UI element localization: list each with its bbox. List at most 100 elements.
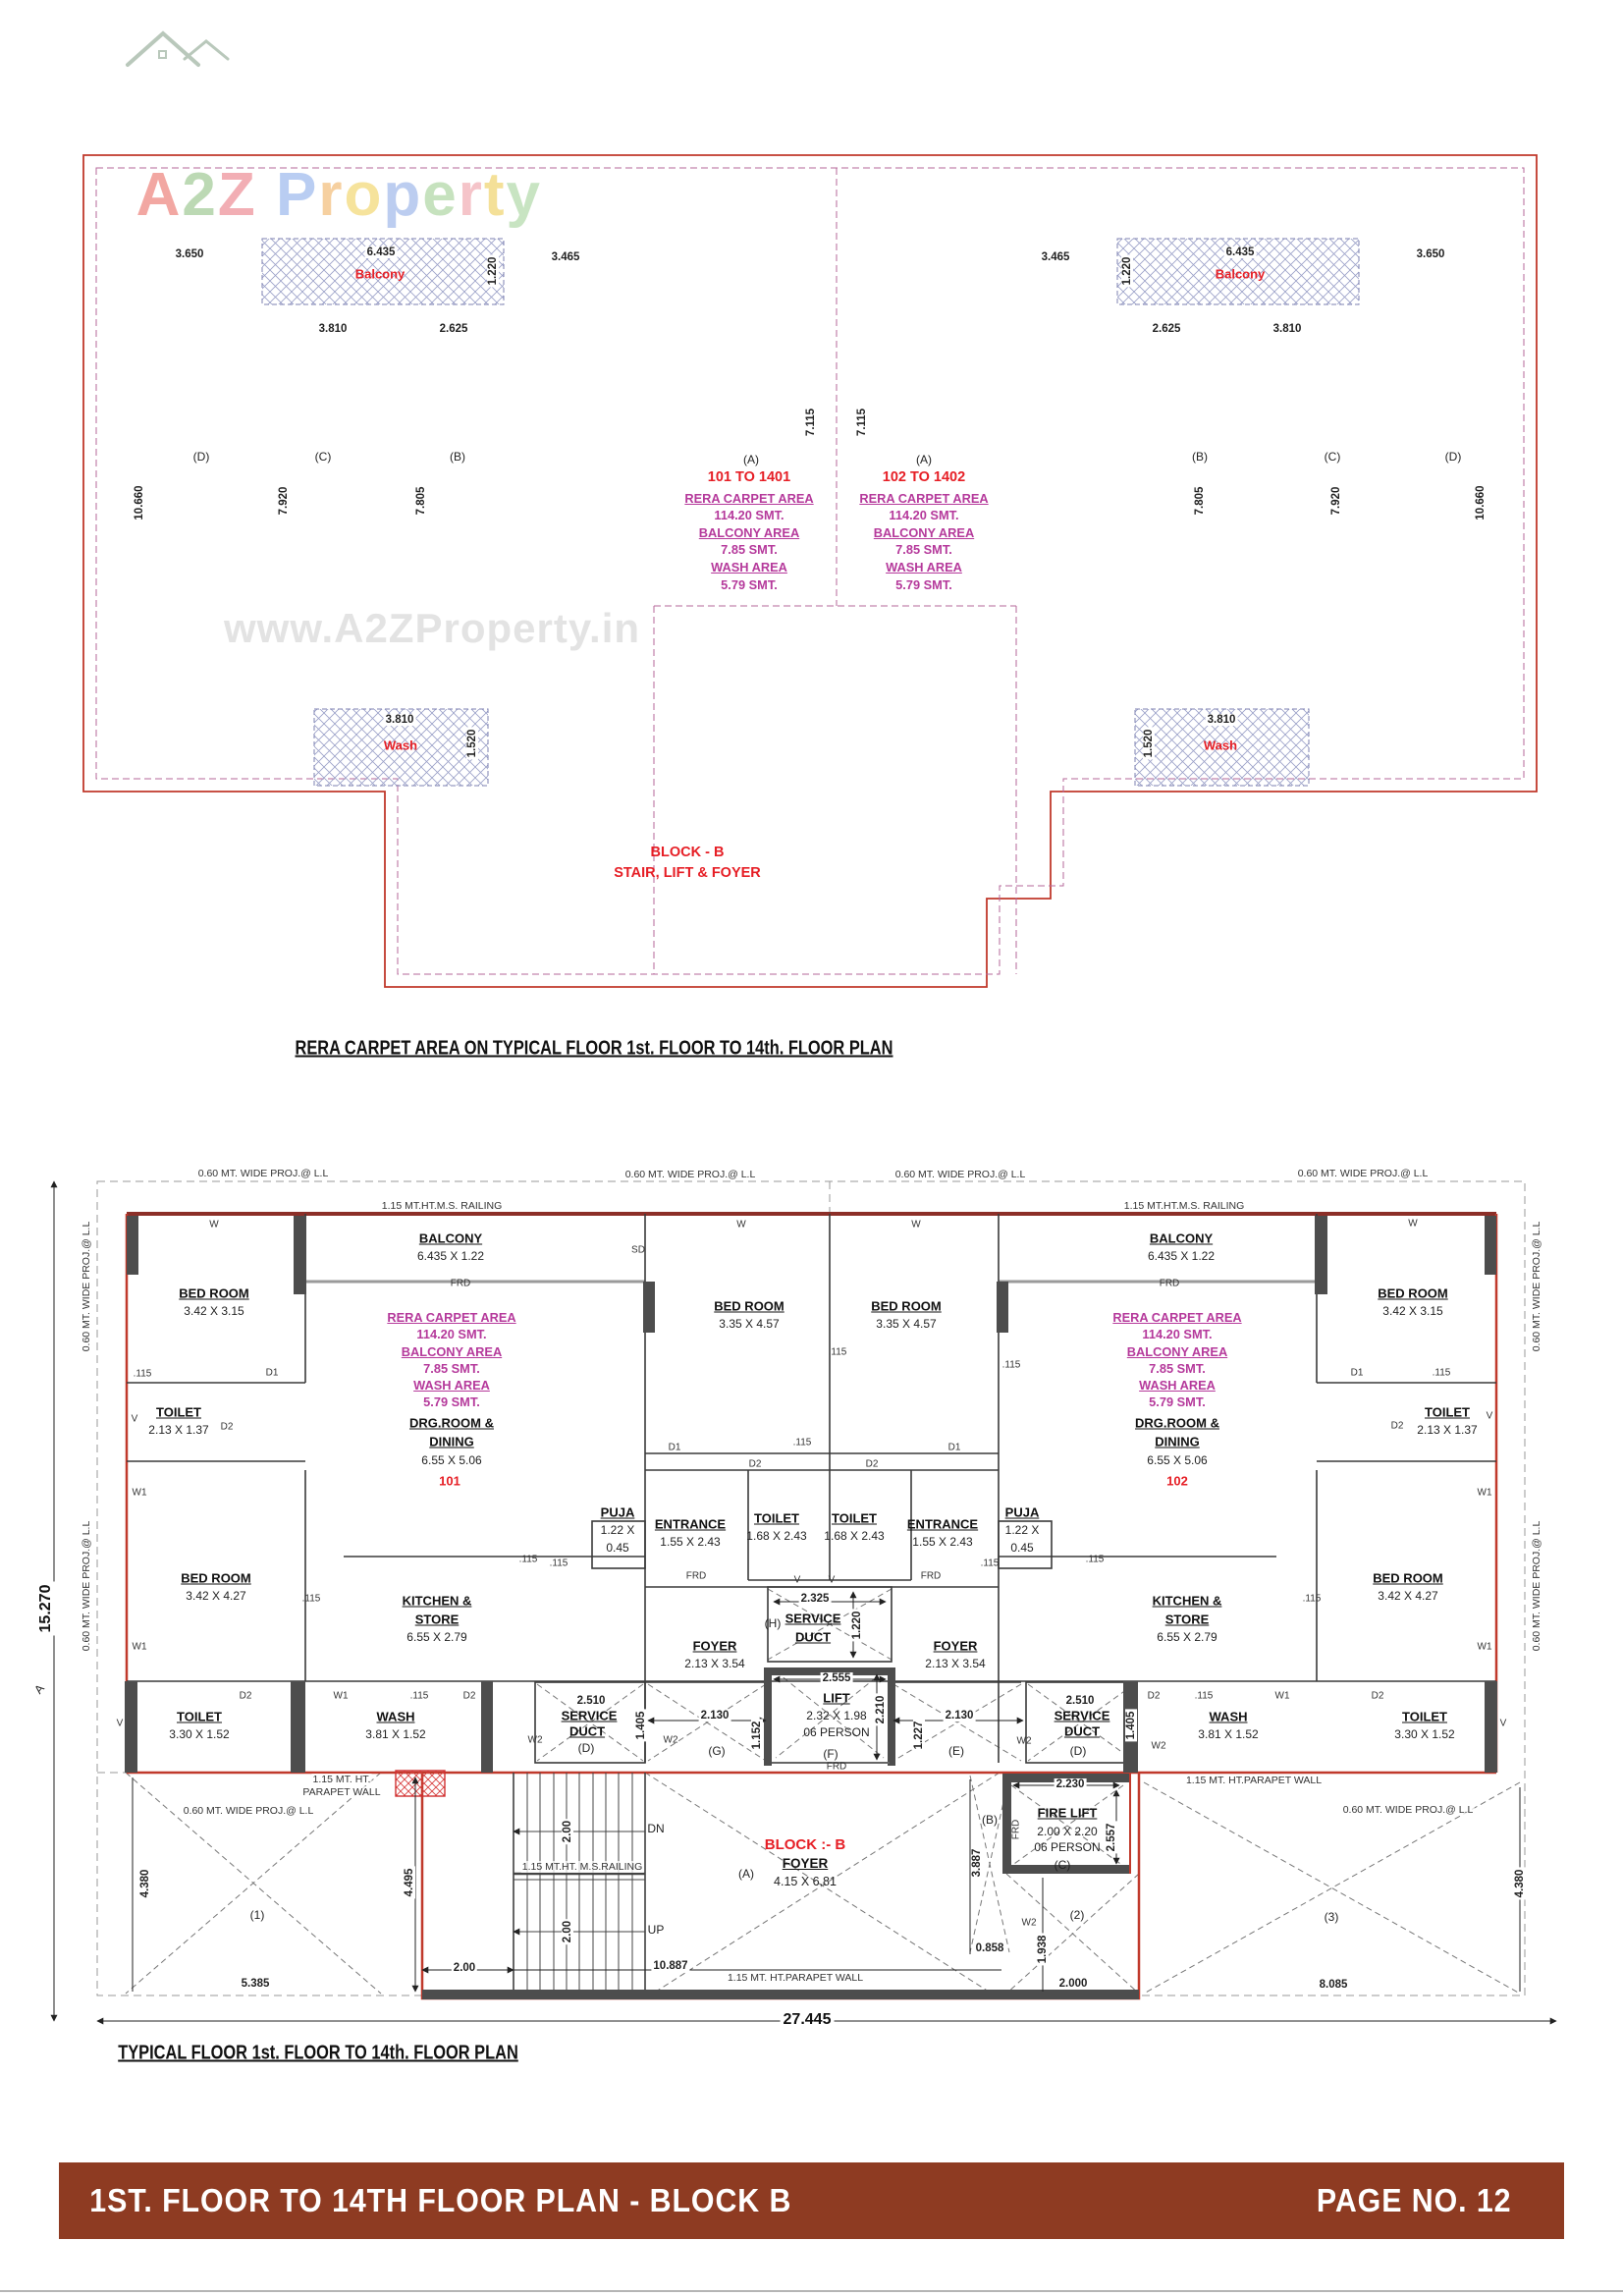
label-3: (3) xyxy=(1324,1910,1339,1924)
label-6-55-x-2-79: 6.55 X 2.79 xyxy=(406,1630,467,1644)
label-duct: DUCT xyxy=(794,1629,832,1645)
label-2-00: 2.00 xyxy=(451,1962,478,1974)
unit-101-range: 101 TO 1401 xyxy=(707,469,791,485)
label-v: V xyxy=(793,1574,801,1586)
rera-area-value: 114.20 SMT. xyxy=(714,508,784,523)
label-d1: D1 xyxy=(947,1442,961,1453)
label-0-858: 0.858 xyxy=(973,1942,1006,1954)
unit-102-stats-detail: RERA CARPET AREA 114.20 SMT. BALCONY ARE… xyxy=(1112,1309,1241,1411)
logo-letter: 2 xyxy=(182,161,218,229)
label-0-45: 0.45 xyxy=(1010,1541,1034,1555)
label-d2: D2 xyxy=(1390,1420,1404,1432)
label-v: V xyxy=(1486,1410,1493,1422)
label-frd: FRD xyxy=(1159,1278,1180,1289)
label-frd: FRD xyxy=(1010,1819,1022,1840)
label-115: .115 xyxy=(1194,1690,1214,1702)
label-4-495: 4.495 xyxy=(404,1866,415,1899)
label-drg-room: DRG.ROOM & xyxy=(409,1415,494,1431)
label-3-465: 3.465 xyxy=(1039,251,1072,263)
label-d: (D) xyxy=(1069,1744,1087,1758)
label-0-60-mt-wide-proj-l-l: 0.60 MT. WIDE PROJ.@ L.L xyxy=(893,1169,1027,1180)
label-3-810: 3.810 xyxy=(1205,714,1238,726)
label-0-60-mt-wide-proj-l-l: 0.60 MT. WIDE PROJ.@ L.L xyxy=(1531,1220,1542,1353)
label-toilet: TOILET xyxy=(156,1404,201,1420)
page-bottom-edge xyxy=(0,2290,1623,2292)
label-service: SERVICE xyxy=(784,1611,841,1626)
label-3-650: 3.650 xyxy=(1414,248,1447,260)
label-2-00: 2.00 xyxy=(562,1918,573,1945)
wash-area-label: WASH AREA xyxy=(711,559,787,574)
label-w: W xyxy=(209,1219,219,1230)
label-toilet: TOILET xyxy=(754,1510,799,1526)
label-w2: W2 xyxy=(663,1734,678,1746)
bottom-plan-title: TYPICAL FLOOR 1st. FLOOR TO 14th. FLOOR … xyxy=(118,2042,518,2064)
label-store: STORE xyxy=(1164,1612,1210,1627)
label-w1: W1 xyxy=(132,1487,147,1499)
label-3-810: 3.810 xyxy=(316,323,350,335)
block-b-stair-caption: BLOCK - B STAIR, LIFT & FOYER xyxy=(614,843,761,884)
balcony-area-value: 7.85 SMT. xyxy=(423,1360,480,1376)
label-h: (H) xyxy=(764,1616,782,1630)
label-10-887: 10.887 xyxy=(651,1960,690,1972)
label-1-22-x: 1.22 X xyxy=(600,1523,635,1537)
label-2-13-x-1-37: 2.13 X 1.37 xyxy=(148,1423,209,1437)
label-toilet: TOILET xyxy=(1402,1709,1447,1724)
label-balcony: Balcony xyxy=(354,266,406,282)
logo-letter: y xyxy=(506,161,542,229)
label-2-13-x-3-54: 2.13 X 3.54 xyxy=(925,1657,986,1670)
label-c: (C) xyxy=(314,450,332,464)
label-wash: Wash xyxy=(383,738,418,753)
logo-letter: o xyxy=(344,161,384,229)
fire-lift-shaft xyxy=(1002,1774,1131,1874)
label-1-15-mt-ht: 1.15 MT. HT. xyxy=(311,1774,372,1785)
label-1-227: 1.227 xyxy=(913,1719,925,1752)
balcony-area-value: 7.85 SMT. xyxy=(895,542,952,558)
label-bed-room: BED ROOM xyxy=(714,1298,784,1314)
label-b: (B) xyxy=(450,450,465,464)
label-bed-room: BED ROOM xyxy=(1378,1285,1448,1301)
label-e: (E) xyxy=(948,1744,964,1758)
wash-area-label: WASH AREA xyxy=(413,1378,490,1394)
label-5-385: 5.385 xyxy=(239,1978,272,1990)
logo-letter: e xyxy=(422,161,459,229)
label-c: (C) xyxy=(1054,1858,1071,1872)
label-1-68-x-2-43: 1.68 X 2.43 xyxy=(746,1529,807,1543)
label-w1: W1 xyxy=(333,1690,349,1702)
unit-102-stats: 102 TO 1402 RERA CARPET AREA 114.20 SMT.… xyxy=(859,469,988,593)
logo-letters: A2Z Property xyxy=(136,161,542,229)
label-w2: W2 xyxy=(527,1734,543,1746)
wash-area-value: 5.79 SMT. xyxy=(1149,1394,1206,1410)
duct-highlight-red xyxy=(395,1770,446,1797)
label-0-60-mt-wide-proj-l-l: 0.60 MT. WIDE PROJ.@ L.L xyxy=(1531,1519,1542,1653)
label-a: (A) xyxy=(916,453,932,466)
label-7-115: 7.115 xyxy=(805,406,817,439)
staircase xyxy=(513,1773,646,1990)
block-b-line1: BLOCK - B xyxy=(650,845,725,860)
label-b: (B) xyxy=(1192,450,1208,464)
lift-shaft xyxy=(764,1667,895,1766)
label-frd: FRD xyxy=(826,1761,847,1773)
label-3-35-x-4-57: 3.35 X 4.57 xyxy=(876,1317,937,1331)
label-v: V xyxy=(1499,1718,1507,1729)
label-f: (F) xyxy=(823,1747,839,1761)
label-8-085: 8.085 xyxy=(1317,1979,1350,1991)
label-1-15-mt-ht-m-s-railing: 1.15 MT.HT. M.S.RAILING xyxy=(520,1861,644,1873)
label-1-68-x-2-43: 1.68 X 2.43 xyxy=(824,1529,885,1543)
label-6-435: 6.435 xyxy=(1223,246,1257,258)
label-d2: D2 xyxy=(865,1458,879,1470)
label-c: (C) xyxy=(1324,450,1341,464)
balcony-area-value: 7.85 SMT. xyxy=(721,542,778,558)
label-up: UP xyxy=(647,1923,665,1937)
label-d2: D2 xyxy=(220,1421,234,1433)
label-w1: W1 xyxy=(1477,1487,1492,1499)
label-bed-room: BED ROOM xyxy=(1373,1570,1443,1586)
label-v: V xyxy=(828,1574,836,1586)
label-toilet: TOILET xyxy=(177,1709,222,1724)
label-3-650: 3.650 xyxy=(173,248,206,260)
label-1-152: 1.152 xyxy=(751,1719,763,1752)
label-3-810: 3.810 xyxy=(1271,323,1304,335)
label-3-42-x-4-27: 3.42 X 4.27 xyxy=(1378,1589,1438,1603)
label-puja: PUJA xyxy=(600,1504,635,1520)
label-10-660: 10.660 xyxy=(1475,483,1487,522)
label-7-805: 7.805 xyxy=(1194,484,1206,518)
